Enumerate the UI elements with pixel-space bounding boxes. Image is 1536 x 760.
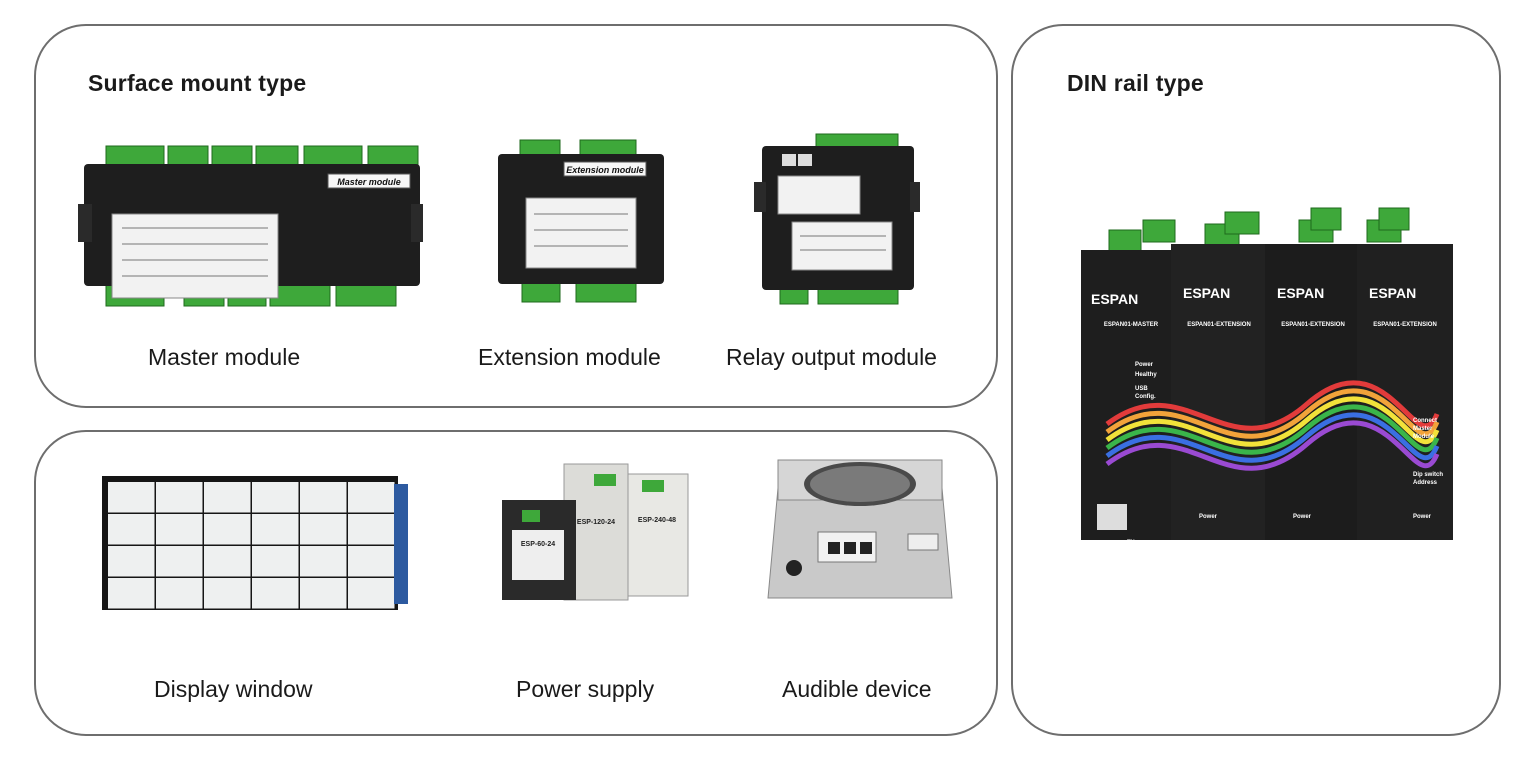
din-ext3-connect: Connect	[1413, 418, 1437, 424]
din-rail-modules-image: ESPAN ESPAN ESPAN ESPAN ESPAN01-MASTER E…	[1081, 207, 1453, 544]
extension-panel-label: Extension module	[566, 165, 644, 175]
din-ext3-module: Module	[1413, 434, 1435, 440]
power-supply-image: ESP-60-24 ESP-120-24 ESP-240-48	[502, 463, 689, 601]
display-window-cell	[156, 482, 203, 513]
display-window-cell	[300, 578, 347, 609]
display-window-cell	[300, 514, 347, 545]
din-master-usb: USB	[1135, 386, 1148, 392]
display-window-cell	[252, 578, 299, 609]
din-ext1-power: Power	[1199, 514, 1218, 520]
din-brand-3: ESPAN	[1277, 285, 1324, 301]
din-module-name-2: ESPAN01-EXTENSION	[1187, 322, 1251, 328]
display-window-cell	[108, 514, 155, 545]
din-rail-heading: DIN rail type	[1067, 70, 1204, 96]
surface-mount-panel: Surface mount type Master module Master …	[34, 24, 998, 408]
din-brand-2: ESPAN	[1183, 285, 1230, 301]
accessories-panel: Display window ESP-60-24 ESP-120-24 ESP-…	[34, 430, 998, 736]
din-rail-panel: DIN rail type ESPAN ESPAN ESPAN ESPAN ES…	[1011, 24, 1501, 736]
din-ext3-master: Master	[1413, 426, 1433, 432]
master-panel-label: Master module	[337, 177, 401, 187]
surface-mount-heading: Surface mount type	[88, 70, 307, 96]
psu-label-3: ESP-240-48	[638, 517, 676, 524]
din-master-healthy: Healthy	[1135, 372, 1157, 378]
master-module-image: Master module	[78, 145, 423, 307]
din-module-name-1: ESPAN01-MASTER	[1104, 322, 1159, 328]
display-window-cell	[108, 546, 155, 577]
display-window-cell	[252, 482, 299, 513]
din-ext3-dip: Dip switch	[1413, 472, 1443, 478]
display-window-cell	[348, 578, 395, 609]
extension-module-image: Extension module	[498, 139, 664, 303]
display-window-cell	[156, 546, 203, 577]
din-ext2-power: Power	[1293, 514, 1312, 520]
psu-label-1: ESP-60-24	[521, 541, 555, 548]
display-window-cell	[300, 546, 347, 577]
display-window-caption: Display window	[154, 676, 313, 702]
din-brand-4: ESPAN	[1369, 285, 1416, 301]
din-module-name-3: ESPAN01-EXTENSION	[1281, 322, 1345, 328]
display-window-cell	[204, 578, 251, 609]
din-ext3-power: Power	[1413, 514, 1432, 520]
display-window-cell	[204, 482, 251, 513]
display-window-cell	[156, 578, 203, 609]
display-window-cell	[252, 546, 299, 577]
display-window-cell	[204, 546, 251, 577]
din-module-name-4: ESPAN01-EXTENSION	[1373, 322, 1437, 328]
display-window-cell	[300, 482, 347, 513]
power-supply-caption: Power supply	[516, 676, 655, 702]
master-module-caption: Master module	[148, 344, 301, 370]
display-window-cell	[348, 482, 395, 513]
din-ext3-address: Address	[1413, 480, 1438, 486]
din-master-tx: TX	[1127, 540, 1135, 544]
relay-output-module-image	[754, 133, 920, 305]
display-window-cell	[252, 514, 299, 545]
display-window-cell	[348, 514, 395, 545]
din-brand-1: ESPAN	[1091, 291, 1138, 307]
audible-device-image	[767, 459, 953, 599]
relay-output-module-caption: Relay output module	[726, 344, 937, 370]
din-master-power: Power	[1135, 362, 1154, 368]
audible-device-caption: Audible device	[782, 676, 932, 702]
display-window-cell	[348, 546, 395, 577]
display-window-image	[102, 476, 408, 610]
display-window-cell	[204, 514, 251, 545]
display-window-cell	[108, 578, 155, 609]
display-window-cell	[156, 514, 203, 545]
extension-module-caption: Extension module	[478, 344, 661, 370]
display-window-cell	[108, 482, 155, 513]
din-master-config: Config.	[1135, 394, 1156, 400]
psu-label-2: ESP-120-24	[577, 519, 615, 526]
